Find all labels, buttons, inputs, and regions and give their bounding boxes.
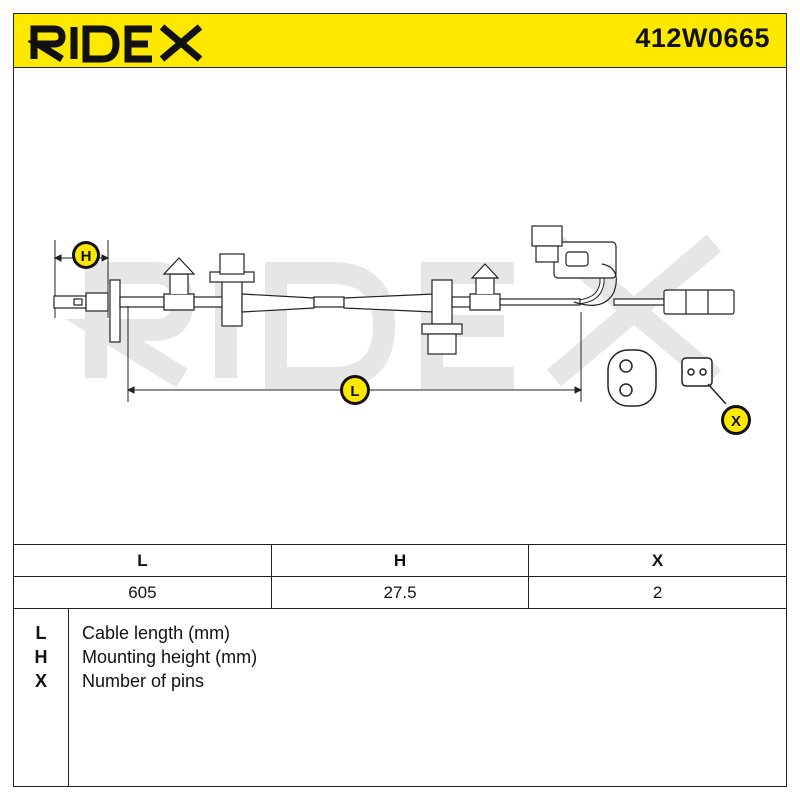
legend-description: Number of pins [82,671,205,691]
legend-item: X Number of pins [14,669,786,693]
x-callout: X [721,405,751,435]
spec-header-l: L [14,544,272,577]
spec-header-x: X [528,544,786,577]
ridex-logo [28,24,203,63]
part-number: 412W0665 [635,23,770,53]
spec-value-l: 605 [14,576,272,609]
spec-table: L H X 605 27.5 2 [14,544,786,609]
spec-value-h: 27.5 [270,576,530,609]
legend-item: H Mounting height (mm) [14,645,786,669]
spec-value-x: 2 [528,576,786,609]
connector-face [607,349,727,407]
legend-key: L [35,623,47,643]
l-callout: L [340,375,370,405]
header-bar: 412W0665 [14,14,786,68]
cable [53,225,735,355]
svg-text:X: X [731,413,741,430]
spec-header-h: H [270,544,530,577]
legend-description: Mounting height (mm) [82,647,258,667]
legend-key: X [34,671,47,691]
datasheet-frame: 412W0665 H [13,13,787,787]
svg-text:L: L [350,383,359,400]
sensor-drawing: H [53,225,751,435]
spec-value-row: 605 27.5 2 [14,576,786,609]
legend-item: L Cable length (mm) [14,621,786,645]
h-callout: H [72,241,100,269]
spec-header-row: L H X [14,544,786,577]
legend-divider [68,609,69,786]
legend: L Cable length (mm) H Mounting height (m… [14,609,786,786]
svg-text:H: H [81,248,92,265]
legend-description: Cable length (mm) [82,623,231,643]
l-dimension [126,306,583,402]
legend-key: H [34,647,48,667]
